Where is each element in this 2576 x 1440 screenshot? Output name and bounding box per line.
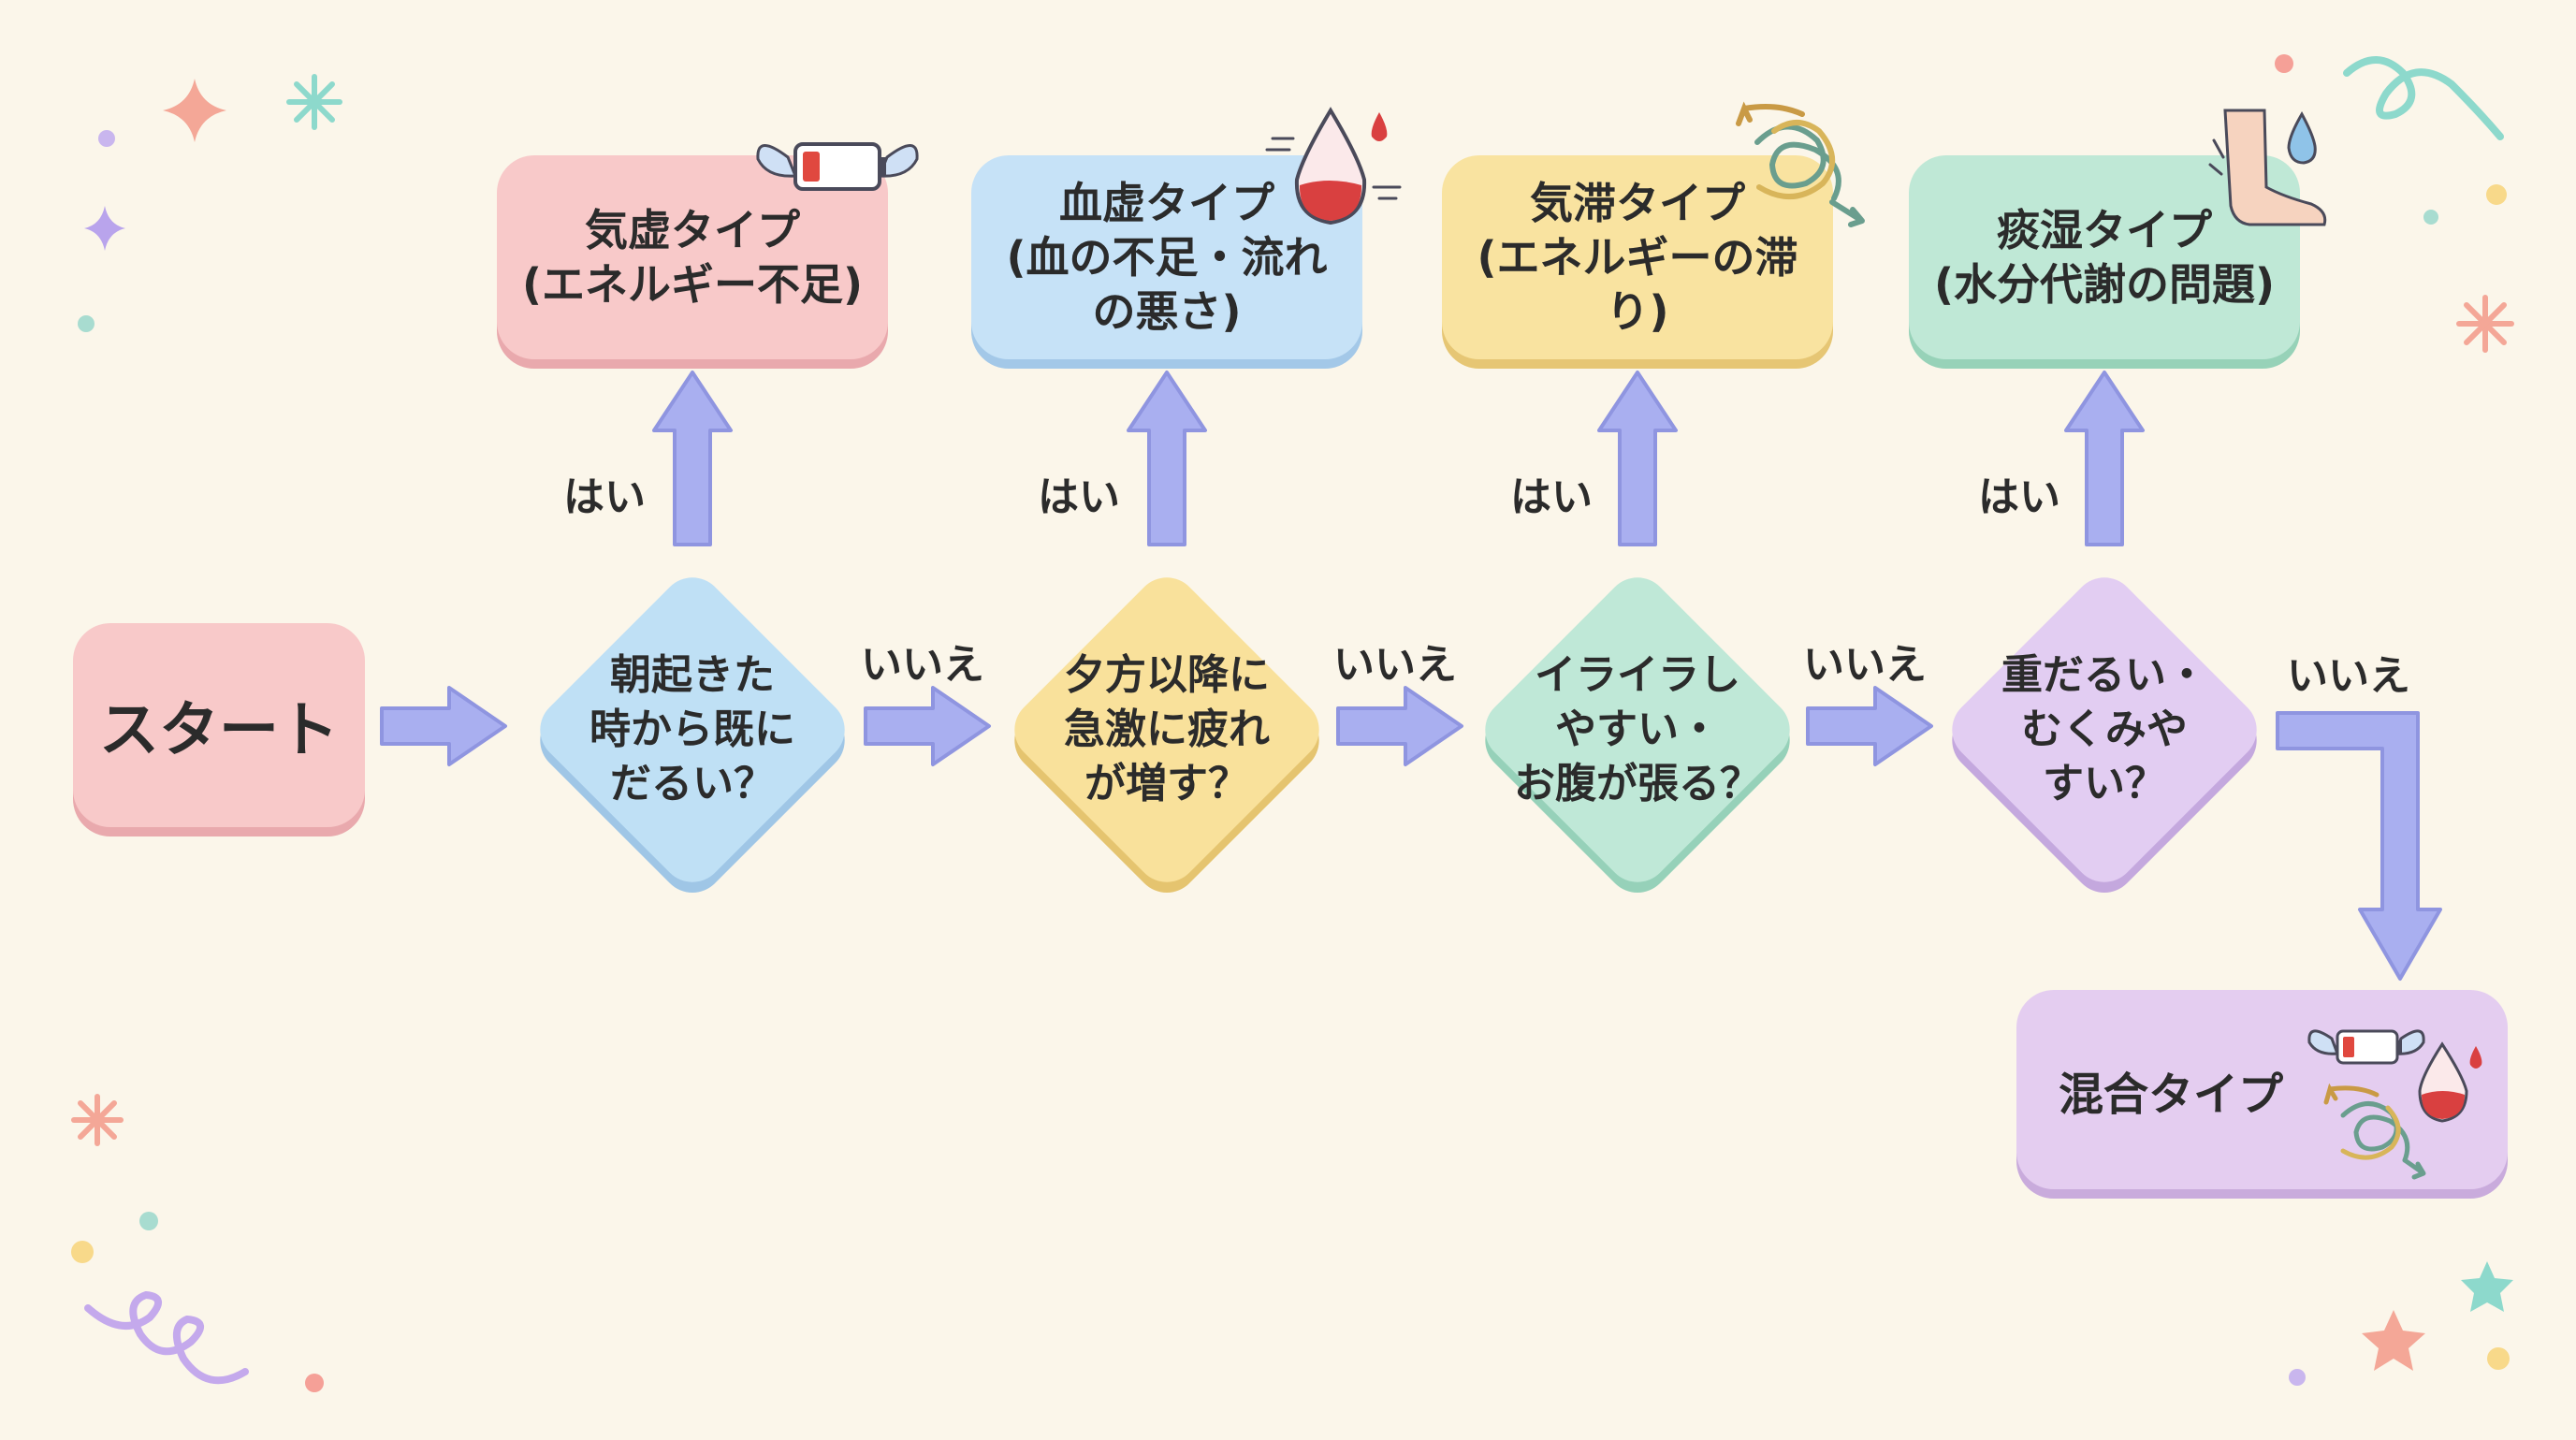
- squiggle-decoration: [2343, 56, 2504, 140]
- start-node: スタート: [73, 623, 365, 827]
- asterisk-decoration: [286, 74, 342, 130]
- type-label-3: 気滞タイプ (エネルギーの滞り): [1477, 178, 1798, 337]
- blood-drop-icon: [2418, 1041, 2482, 1123]
- tangled-arrows-icon: [1736, 101, 1865, 227]
- question-label-1: 朝起きた 時から既に だるい？: [589, 651, 795, 807]
- mixed-type-label: 混合タイプ: [2059, 1068, 2284, 1121]
- no-label: いいえ: [1803, 641, 1927, 689]
- yes-label: はい: [1510, 473, 1593, 521]
- type-label-2: 血虚タイプ (血の不足・流れ の悪さ): [1006, 178, 1328, 337]
- asterisk-decoration: [71, 1094, 124, 1146]
- arrow-elbow-down: [2276, 711, 2442, 981]
- yes-label: はい: [1978, 473, 2060, 521]
- arrow-right: [1336, 686, 1463, 766]
- arrow-right: [1806, 686, 1933, 766]
- type-label-1: 気虚タイプ (エネルギー不足): [521, 205, 864, 310]
- tangled-arrows-icon: [2323, 1083, 2426, 1180]
- question-label-4: 重だるい・ むくみや すい？: [2001, 651, 2207, 807]
- no-label: いいえ: [1333, 641, 1457, 689]
- arrow-right: [380, 686, 507, 766]
- type-label-4: 痰湿タイプ (水分代謝の問題): [1933, 205, 2276, 310]
- sparkle-decoration: [84, 206, 125, 251]
- question-label-3: イライラし やすい・ お腹が張る？: [1514, 651, 1761, 807]
- swollen-foot-icon: [2208, 109, 2327, 226]
- arrow-up: [1597, 371, 1678, 546]
- star-decoration: [2362, 1310, 2425, 1371]
- no-label: いいえ: [861, 641, 984, 689]
- star-decoration: [2461, 1261, 2513, 1312]
- winged-battery-icon: [2307, 1029, 2425, 1065]
- squiggle-decoration: [84, 1290, 249, 1385]
- start-label: スタート: [99, 696, 339, 765]
- yes-label: はい: [1038, 473, 1120, 521]
- yes-label: はい: [563, 473, 646, 521]
- no-label: いいえ: [2287, 652, 2410, 700]
- sparkle-decoration: [163, 79, 226, 142]
- winged-battery-icon: [756, 142, 919, 191]
- asterisk-decoration: [2456, 295, 2514, 353]
- arrow-right: [864, 686, 991, 766]
- arrow-up: [2064, 371, 2145, 546]
- arrow-up: [652, 371, 733, 546]
- arrow-up: [1127, 371, 1207, 546]
- question-label-2: 夕方以降に 急激に疲れ が増す？: [1064, 651, 1270, 807]
- blood-drop-icon: [1265, 107, 1402, 225]
